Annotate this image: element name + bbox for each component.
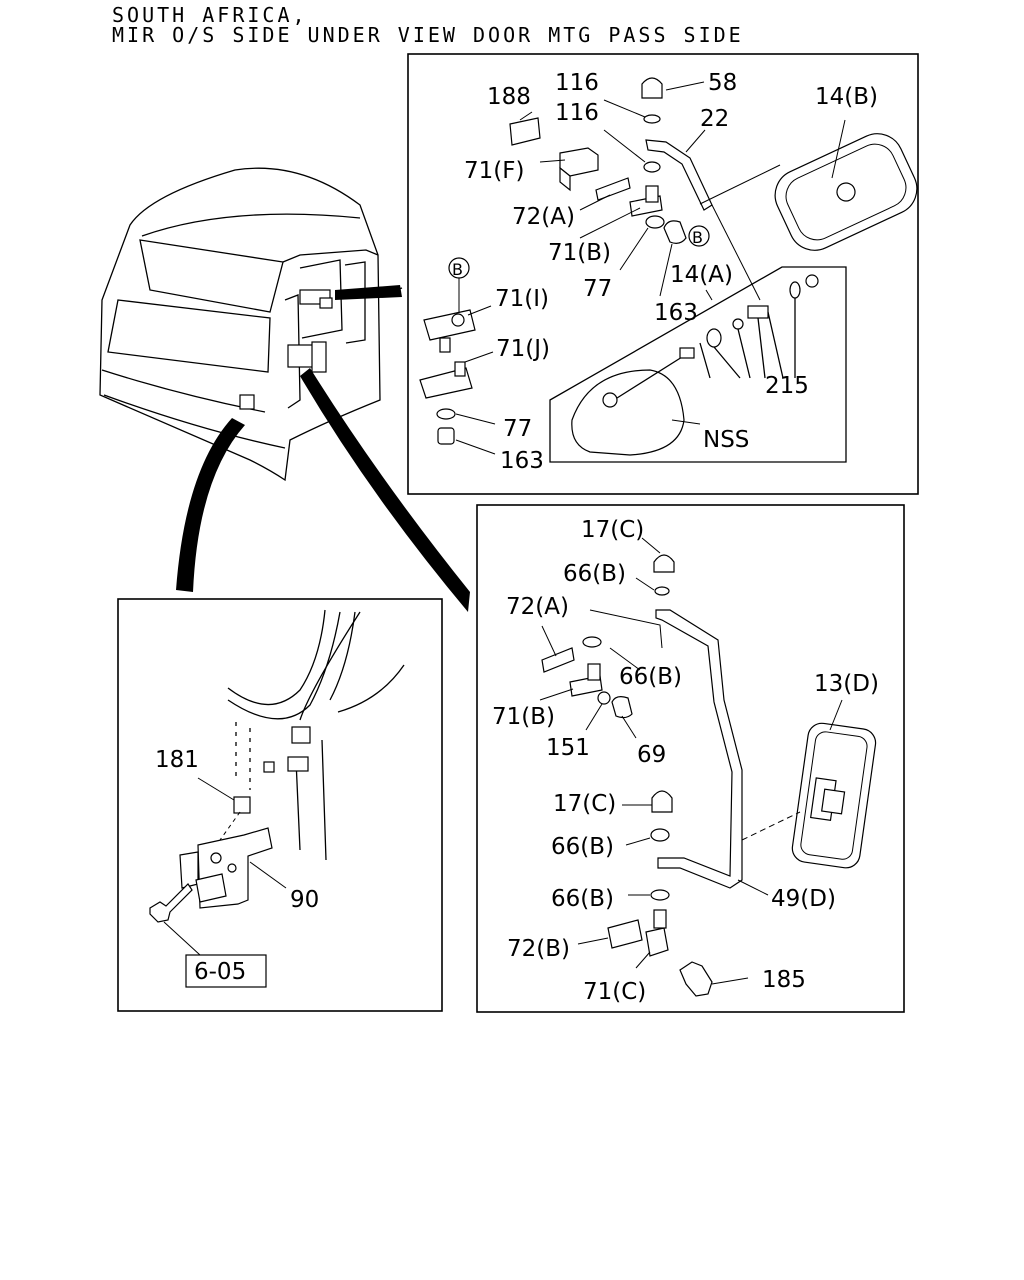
label-71i: 71(I): [495, 286, 549, 312]
label-14a: 14(A): [670, 262, 733, 288]
label-90: 90: [290, 887, 319, 913]
label-185: 185: [762, 967, 806, 993]
label-181: 181: [155, 747, 199, 773]
label-66b-3: 66(B): [551, 834, 614, 860]
right-panel-frame: [476, 504, 905, 1013]
left-panel-frame: [117, 598, 443, 1012]
right-panel-parts: [539, 537, 877, 997]
label-b-left: B: [452, 260, 463, 279]
top-panel-frame: [407, 53, 919, 495]
label-66b-2: 66(B): [619, 664, 682, 690]
label-66b-1: 66(B): [563, 561, 626, 587]
label-nss: NSS: [703, 427, 749, 453]
top-panel-labels: 116 58 188 116 22 14(B) 71(F) 72(A) 71(B…: [452, 70, 878, 474]
label-71c: 71(C): [583, 979, 646, 1005]
label-77-upper: 77: [583, 276, 612, 302]
top-panel-parts: [419, 77, 918, 463]
label-151: 151: [546, 735, 590, 761]
label-215: 215: [765, 373, 809, 399]
label-71b: 71(B): [492, 704, 555, 730]
label-71b: 71(B): [548, 240, 611, 266]
label-17c-upper: 17(C): [581, 517, 644, 543]
label-49d: 49(D): [771, 886, 836, 912]
label-b-right: B: [692, 228, 703, 247]
label-77-lower: 77: [503, 416, 532, 442]
label-163-upper: 163: [654, 300, 698, 326]
label-58: 58: [708, 70, 737, 96]
label-66b-4: 66(B): [551, 886, 614, 912]
label-6-05: 6-05: [194, 959, 246, 985]
label-116-lower: 116: [555, 100, 599, 126]
label-116-upper: 116: [555, 70, 599, 96]
truck-cab-illustration: [99, 167, 470, 612]
label-72b: 72(B): [507, 936, 570, 962]
label-13d: 13(D): [814, 671, 879, 697]
header-line-2: MIR O/S SIDE UNDER VIEW DOOR MTG PASS SI…: [112, 23, 744, 47]
label-22: 22: [700, 106, 729, 132]
label-17c-lower: 17(C): [553, 791, 616, 817]
label-72a: 72(A): [512, 204, 575, 230]
label-71f: 71(F): [464, 158, 524, 184]
label-71j: 71(J): [496, 336, 550, 362]
label-69: 69: [637, 742, 666, 768]
left-panel-parts: [149, 609, 405, 988]
left-panel-labels: 181 90 6-05: [155, 747, 319, 985]
right-panel-labels: 17(C) 66(B) 72(A) 66(B) 71(B) 151 69 13(…: [492, 517, 879, 1005]
label-14b: 14(B): [815, 84, 878, 110]
label-163-lower: 163: [500, 448, 544, 474]
header-line-1: SOUTH AFRICA,: [112, 3, 308, 27]
label-72a: 72(A): [506, 594, 569, 620]
label-188: 188: [487, 84, 531, 110]
